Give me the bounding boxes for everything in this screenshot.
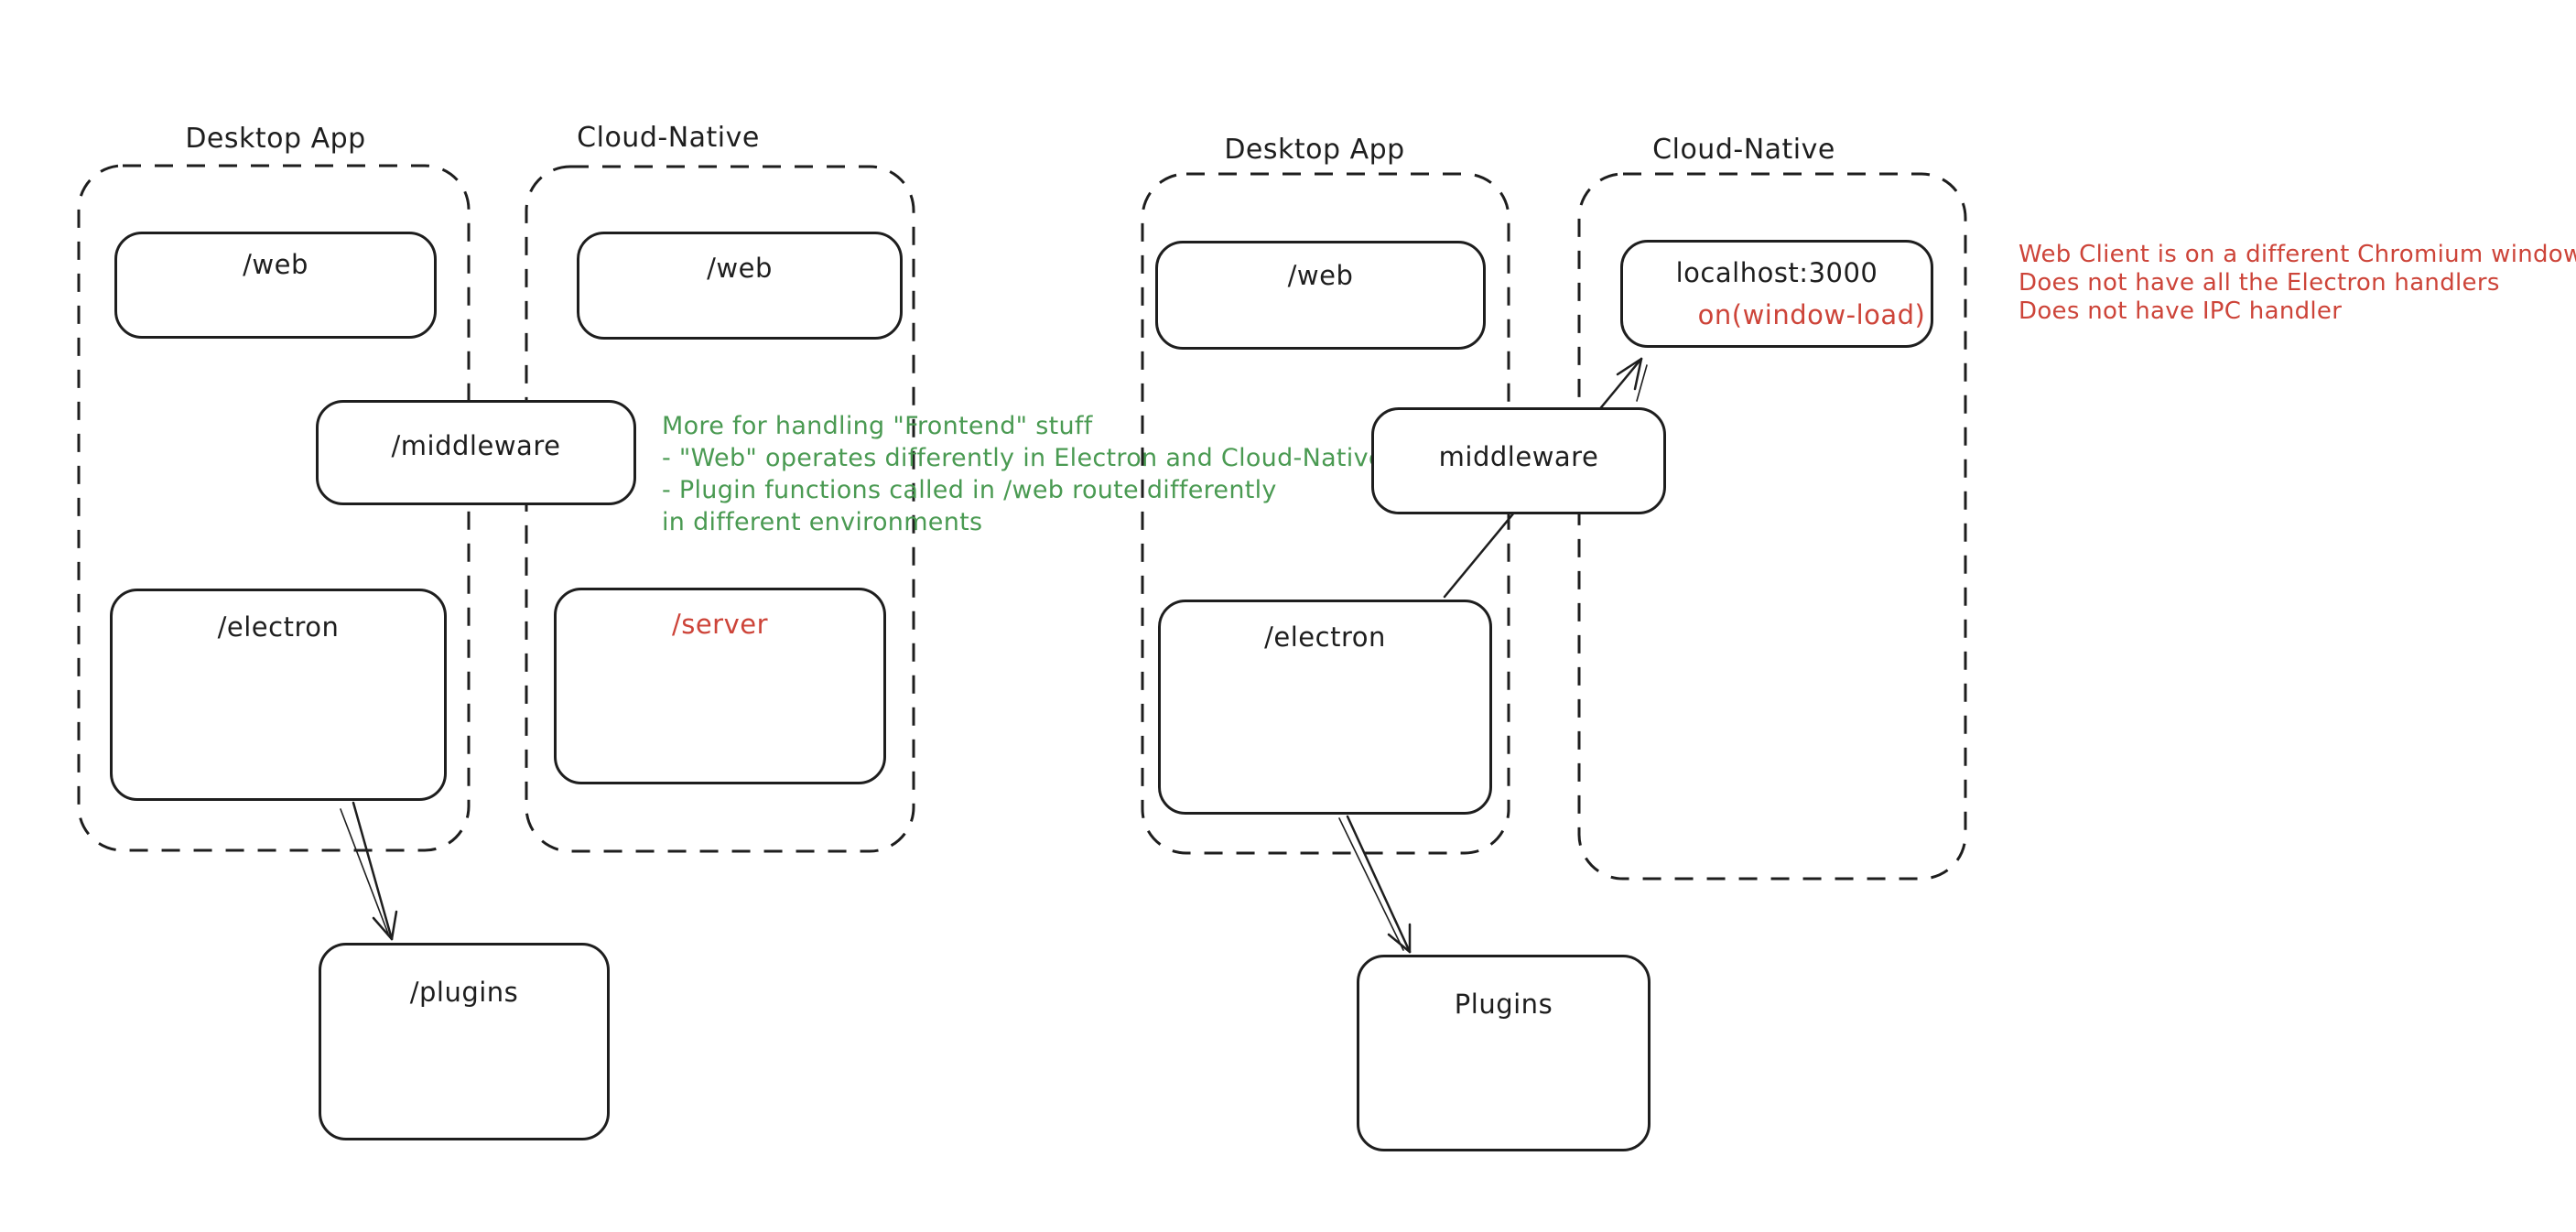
- right-web-label: /web: [1287, 260, 1354, 291]
- right-electron-label: /electron: [1264, 621, 1386, 653]
- right-web-client-note: Web Client is on a different Chromium wi…: [2019, 241, 2576, 326]
- left-web-desktop-node: /web: [114, 232, 437, 339]
- left-electron-node: /electron: [110, 589, 447, 801]
- note-line: in different environments: [662, 508, 983, 536]
- right-plugins-label: Plugins: [1454, 989, 1553, 1020]
- note-line: Does not have all the Electron handlers: [2019, 269, 2500, 297]
- note-line: More for handling "Frontend" stuff: [662, 412, 1093, 440]
- left-desktop-app-heading: Desktop App: [185, 123, 366, 155]
- right-electron-to-plugins-arrow-icon: [1338, 815, 1412, 954]
- right-plugins-node: Plugins: [1357, 955, 1651, 1151]
- note-line: - "Web" operates differently in Electron…: [662, 444, 1384, 472]
- left-plugins-label: /plugins: [409, 977, 519, 1008]
- note-line: - Plugin functions called in /web route …: [662, 476, 1277, 504]
- note-line: Web Client is on a different Chromium wi…: [2019, 241, 2576, 268]
- right-electron-node: /electron: [1158, 600, 1492, 815]
- left-web-cloud-label: /web: [707, 253, 773, 284]
- note-line: Does not have IPC handler: [2019, 297, 2343, 325]
- right-window-load-label: on(window-load): [1697, 299, 1926, 330]
- left-web-desktop-label: /web: [243, 249, 308, 280]
- right-desktop-app-heading: Desktop App: [1224, 134, 1405, 166]
- left-frontend-note: More for handling "Frontend" stuff - "We…: [662, 410, 1384, 538]
- right-cloud-native-heading: Cloud-Native: [1652, 134, 1835, 166]
- left-middleware-node: /middleware: [316, 400, 636, 505]
- left-plugins-node: /plugins: [319, 943, 610, 1140]
- right-localhost-node: localhost:3000 on(window-load): [1620, 240, 1933, 348]
- right-middleware-label: middleware: [1438, 441, 1599, 472]
- right-localhost-label: localhost:3000: [1675, 257, 1878, 288]
- right-web-node: /web: [1155, 241, 1486, 350]
- left-server-label: /server: [671, 609, 769, 640]
- left-server-node: /server: [554, 588, 886, 784]
- left-web-cloud-node: /web: [577, 232, 903, 340]
- left-electron-to-plugins-arrow-icon: [340, 801, 398, 941]
- left-cloud-native-heading: Cloud-Native: [577, 122, 760, 154]
- left-middleware-label: /middleware: [391, 430, 561, 461]
- left-electron-label: /electron: [217, 611, 340, 643]
- right-middleware-node: middleware: [1371, 407, 1666, 514]
